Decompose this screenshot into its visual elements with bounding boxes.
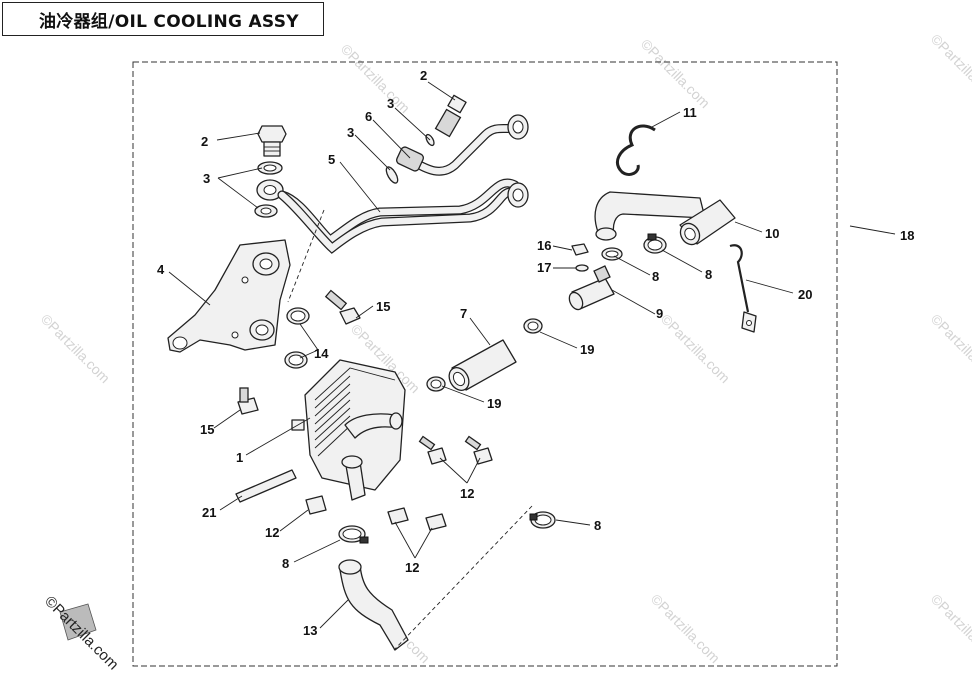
part-2-banjo-bolt-upper (434, 94, 467, 138)
part-15-bolt-left (237, 387, 259, 415)
part-12-bolt (425, 513, 447, 531)
callout-12: 12 (460, 486, 474, 501)
watermark: ©Partzilla.com (928, 591, 972, 666)
callout-2: 2 (201, 134, 208, 149)
watermark: ©Partzilla.com (38, 311, 113, 386)
part-2-banjo-bolt-left (257, 125, 287, 157)
callout-17: 17 (537, 260, 551, 275)
watermark: ©Partzilla.com (928, 31, 972, 106)
callout-13: 13 (303, 623, 317, 638)
callout-15: 15 (376, 299, 390, 314)
callout-5: 5 (328, 152, 335, 167)
part-15-bolt-right (324, 289, 361, 325)
watermark: ©Partzilla.com (638, 36, 713, 111)
diagram-title-box: 油冷器组/OIL COOLING ASSY (2, 2, 324, 36)
part-4-bracket (167, 239, 291, 353)
callout-4: 4 (157, 262, 165, 277)
callout-14: 14 (314, 346, 329, 361)
callout-20: 20 (798, 287, 812, 302)
part-1-oil-cooler (291, 359, 406, 501)
callout-1: 1 (236, 450, 243, 465)
watermark: ©Partzilla.com (41, 593, 122, 674)
part-8-clamp-upper-left (601, 247, 623, 261)
part-5-oil-pipe (277, 114, 529, 254)
callout-8: 8 (705, 267, 712, 282)
leader-lines (168, 81, 896, 651)
part-17-washer (575, 264, 589, 272)
callout-3: 3 (203, 171, 210, 186)
part-8-clamp-right (529, 511, 556, 529)
watermark: ©Partzilla.com (928, 311, 972, 386)
part-6-sleeve (395, 146, 425, 172)
part-12-bolt (387, 507, 409, 525)
callout-9: 9 (656, 306, 663, 321)
part-3-oring-mid (385, 166, 399, 184)
part-16-nut (571, 243, 589, 256)
watermark: ©Partzilla.com (648, 591, 723, 666)
part-11-clip (616, 124, 656, 176)
callout-8: 8 (282, 556, 289, 571)
part-21-strip (235, 469, 297, 503)
part-9-fitting (568, 265, 615, 311)
banjo-fitting-left (256, 179, 284, 201)
callout-6: 6 (365, 109, 372, 124)
watermark: ©Partzilla.com (338, 41, 413, 116)
assembly-frame (132, 61, 838, 667)
part-13-hose (338, 559, 409, 651)
part-20-wire-bracket (729, 244, 757, 333)
callout-3: 3 (387, 96, 394, 111)
part-8-clamp-upper-right (643, 233, 667, 254)
callout-8: 8 (594, 518, 601, 533)
callout-21: 21 (202, 505, 216, 520)
part-19-clamp-upper (523, 318, 543, 334)
part-8-clamp-lower (338, 525, 369, 544)
part-3-washer-lower-left (254, 204, 278, 218)
part-14-orings (284, 307, 310, 369)
callout-19: 19 (580, 342, 594, 357)
part-3-washer-upper-left (257, 161, 283, 175)
callout-18: 18 (900, 228, 914, 243)
callout-15: 15 (200, 422, 214, 437)
part-10-hose (594, 191, 736, 246)
diagram-title: 油冷器组/OIL COOLING ASSY (39, 11, 299, 32)
callout-labels: 2 3 4 5 3 6 3 2 11 10 18 16 17 8 8 20 9 … (157, 68, 914, 638)
callout-19: 19 (487, 396, 501, 411)
callout-12: 12 (405, 560, 419, 575)
partzilla-logo-icon: ©Partzilla.com (41, 593, 122, 674)
watermark: ©Partzilla.com (658, 311, 733, 386)
callout-2: 2 (420, 68, 427, 83)
callout-7: 7 (460, 306, 467, 321)
part-12-bolt (305, 495, 327, 515)
callout-16: 16 (537, 238, 551, 253)
callout-10: 10 (765, 226, 779, 241)
callout-8: 8 (652, 269, 659, 284)
callout-3: 3 (347, 125, 354, 140)
callout-11: 11 (683, 105, 697, 120)
part-19-clamp-lower (426, 376, 446, 392)
callout-12: 12 (265, 525, 279, 540)
part-7-hose (448, 339, 517, 391)
